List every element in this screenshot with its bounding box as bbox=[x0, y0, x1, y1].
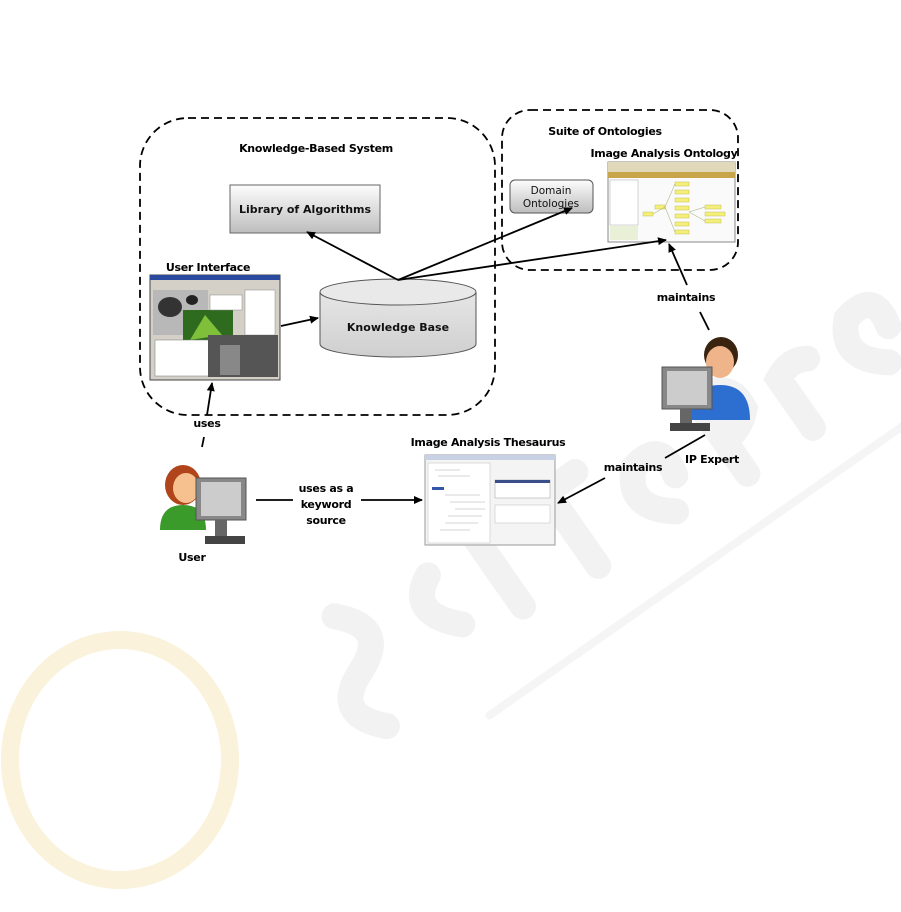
ui-to-kb-edge bbox=[281, 318, 318, 326]
library-label: Library of Algorithms bbox=[239, 203, 372, 216]
maintains-ontology-edge-upper bbox=[669, 244, 687, 285]
keyword-label-1: uses as a bbox=[299, 482, 354, 495]
domain-label-1: Domain bbox=[531, 185, 572, 197]
keyword-label-3: source bbox=[306, 514, 346, 527]
knowledge-base-node: Knowledge Base bbox=[320, 279, 476, 357]
uses-label: uses bbox=[193, 417, 221, 430]
user-label: User bbox=[178, 551, 206, 564]
kb-to-ontology-edge bbox=[398, 240, 666, 280]
user-icon bbox=[160, 465, 246, 544]
keyword-label-2: keyword bbox=[301, 498, 352, 511]
maintains-ontology-edge-lower bbox=[700, 312, 709, 330]
maintains-thesaurus-label: maintains bbox=[604, 461, 663, 474]
user-interface-label: User Interface bbox=[166, 261, 250, 274]
image-analysis-ontology-label: Image Analysis Ontology bbox=[590, 147, 737, 160]
maintains-ontology-label: maintains bbox=[657, 291, 716, 304]
suite-title: Suite of Ontologies bbox=[548, 125, 662, 138]
uses-edge-upper bbox=[207, 383, 212, 415]
kb-to-library-edge bbox=[307, 232, 398, 280]
ip-expert-label: IP Expert bbox=[685, 453, 739, 466]
knowledge-base-label: Knowledge Base bbox=[347, 321, 449, 334]
kbs-title: Knowledge-Based System bbox=[239, 142, 393, 155]
thesaurus-label: Image Analysis Thesaurus bbox=[411, 436, 566, 449]
library-of-algorithms-node: Library of Algorithms bbox=[230, 185, 380, 233]
uses-edge-lower bbox=[202, 437, 204, 447]
user-interface-screenshot bbox=[150, 275, 280, 380]
domain-ontologies-node: Domain Ontologies bbox=[510, 180, 593, 213]
thesaurus-screenshot bbox=[425, 455, 555, 545]
ontology-screenshot bbox=[608, 162, 735, 242]
